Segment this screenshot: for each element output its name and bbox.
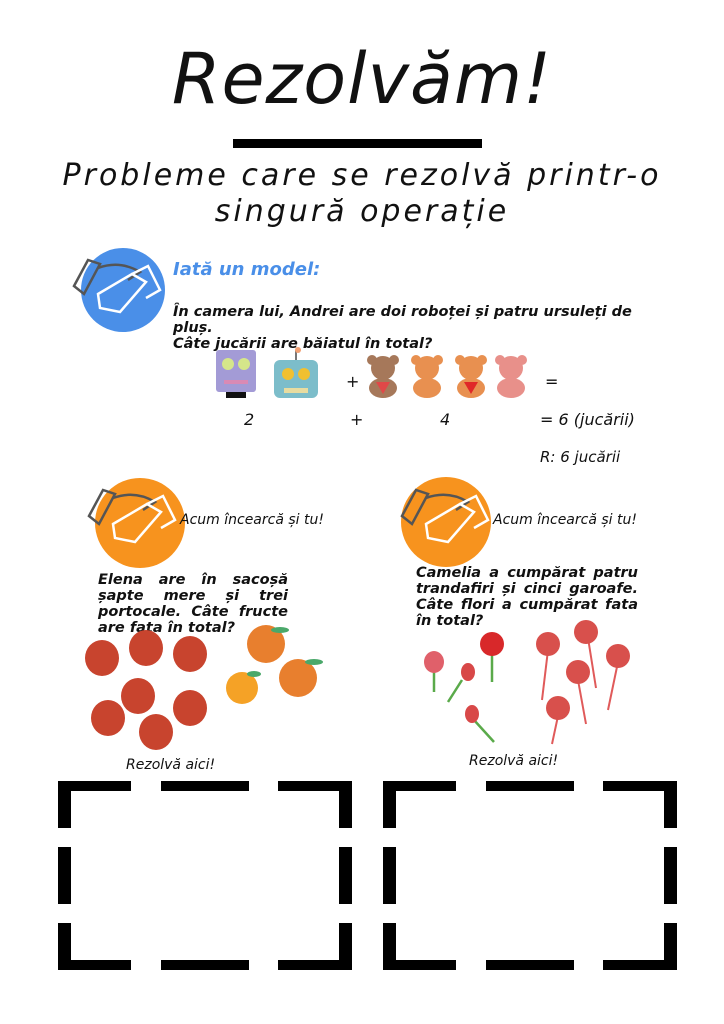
- model-question: În camera lui, Andrei are doi roboței și…: [173, 304, 673, 352]
- title-underline: [233, 139, 482, 148]
- exercise-prompt: Acum încearcă și tu!: [180, 512, 324, 528]
- subtitle-line: singură operație: [214, 194, 510, 229]
- plus-sign: +: [346, 372, 360, 391]
- model-label: Iată un model:: [173, 259, 321, 280]
- exercise-prompt: Acum încearcă și tu!: [493, 512, 637, 528]
- subtitle-line: Probleme care se rezolvă printr-o: [62, 158, 662, 193]
- page-title: Rezolvăm!: [171, 38, 553, 120]
- page-subtitle: Probleme care se rezolvă printr-o singur…: [0, 158, 724, 230]
- question-line: Câte jucării are băiatul în total?: [173, 336, 433, 352]
- exercise-question: Elena are în sacoșă șapte mere și trei p…: [98, 572, 288, 636]
- orange-icons: [247, 625, 317, 697]
- answer-box-left[interactable]: [58, 781, 352, 970]
- teddy-bear-icon: [411, 355, 443, 398]
- operand-2: 4: [440, 410, 451, 429]
- apple-icons: [85, 630, 207, 750]
- robot-icon: [274, 347, 318, 398]
- robot-illustrations: [216, 347, 318, 398]
- teddy-bear-icon: [367, 355, 399, 398]
- solve-label: Rezolvă aici!: [469, 753, 559, 769]
- operand-1: 2: [244, 410, 255, 429]
- carnation-icons: [536, 620, 630, 720]
- answer-box-right[interactable]: [383, 781, 677, 970]
- answer: R: 6 jucării: [540, 448, 621, 466]
- teddy-bear-illustrations: [367, 355, 527, 398]
- equals-sign: =: [545, 372, 559, 391]
- rose-icons: [424, 632, 504, 723]
- operator: +: [350, 410, 364, 429]
- result: = 6 (jucării): [540, 410, 635, 429]
- flower-illustrations: [424, 620, 630, 745]
- handshake-icon: [72, 248, 165, 332]
- solve-label: Rezolvă aici!: [126, 757, 216, 773]
- exercise-question: Camelia a cumpărat patru trandafiri și c…: [416, 565, 638, 629]
- fruit-illustrations: [85, 625, 323, 750]
- question-line: În camera lui, Andrei are doi roboței și…: [173, 304, 632, 336]
- robot-icon: [216, 350, 256, 398]
- teddy-bear-icon: [495, 355, 527, 398]
- orange-icon: [226, 672, 258, 704]
- teddy-bear-icon: [455, 355, 487, 398]
- handshake-icon: [400, 477, 491, 567]
- handshake-icon: [87, 478, 185, 568]
